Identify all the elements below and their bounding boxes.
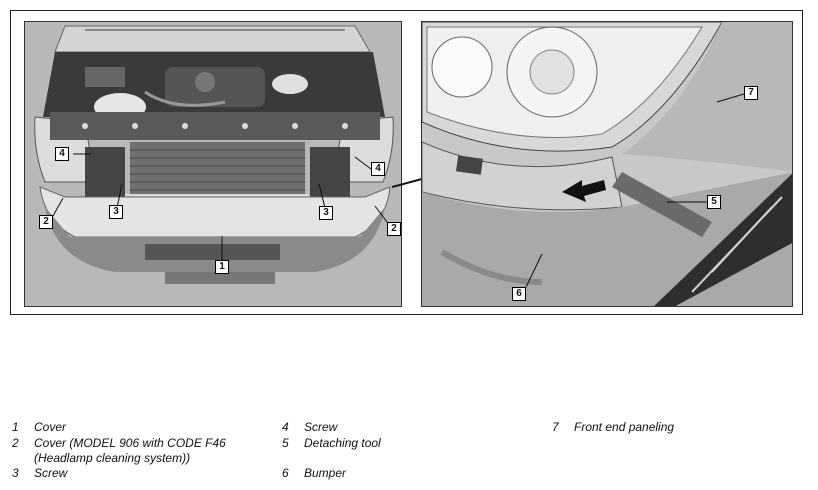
legend-number: 4 <box>282 420 289 434</box>
callout-4-left: 4 <box>55 147 69 161</box>
bumper-detail-illustration <box>422 22 792 306</box>
callout-2-left: 2 <box>39 215 53 229</box>
legend-text: Front end paneling <box>574 420 675 434</box>
callout-1: 1 <box>215 260 229 274</box>
callout-7: 7 <box>744 86 758 100</box>
engine-front-illustration <box>25 22 401 306</box>
callout-4-right: 4 <box>371 162 385 176</box>
legend-text: Cover (MODEL 906 with CODE F46 (Headlamp… <box>34 436 226 465</box>
legend-number: 6 <box>282 466 289 480</box>
legend-text: Cover <box>34 420 67 434</box>
legend-text: Detaching tool <box>304 436 381 450</box>
legend-number: 1 <box>12 420 19 434</box>
figure-legend: 1 Cover 2 Cover (MODEL 906 with CODE F46… <box>12 420 802 490</box>
callout-3-left: 3 <box>109 205 123 219</box>
legend-number: 3 <box>12 466 19 480</box>
detail-connector-line <box>392 178 422 188</box>
callout-3-right: 3 <box>319 206 333 220</box>
legend-text: Bumper <box>304 466 347 480</box>
legend-number: 2 <box>12 436 19 450</box>
figure-frame: 4 4 3 3 2 2 1 <box>10 10 803 315</box>
legend-text: Screw <box>304 420 338 434</box>
engine-front-photo: 4 4 3 3 2 2 1 <box>24 21 402 307</box>
legend-text: Screw <box>34 466 68 480</box>
legend-number: 7 <box>552 420 559 434</box>
legend-number: 5 <box>282 436 289 450</box>
bumper-detail-photo: 7 5 6 <box>421 21 793 307</box>
callout-2-right: 2 <box>387 222 401 236</box>
callout-5: 5 <box>707 195 721 209</box>
callout-6: 6 <box>512 287 526 301</box>
